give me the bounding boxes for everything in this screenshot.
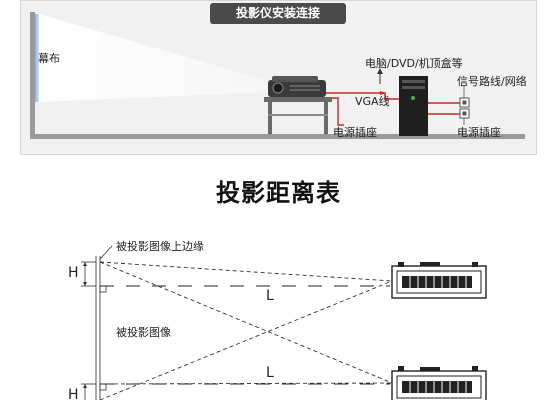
installation-title: 投影仪安装连接 <box>210 3 346 24</box>
projector-icon-bottom <box>391 366 487 400</box>
distance-title: 投影距离表 <box>216 179 341 207</box>
distance-diagram <box>81 245 487 400</box>
room-outline <box>30 12 525 139</box>
cables <box>326 92 460 126</box>
socket-icon <box>459 97 470 119</box>
light-beam <box>39 14 272 102</box>
h-label-top: H <box>68 265 79 281</box>
projector-icon-top <box>391 262 487 299</box>
signal-label: 信号路线/网络 <box>457 75 527 88</box>
arrow-icon <box>377 68 386 95</box>
projector-icon <box>268 76 326 97</box>
l-label-top: L <box>266 288 274 304</box>
h-label-bottom: H <box>68 387 79 403</box>
vga-label: VGA线 <box>355 95 390 108</box>
power-label-left: 电源插座 <box>333 126 377 139</box>
projected-image-label: 被投影图像 <box>116 326 171 339</box>
table-icon <box>264 97 332 134</box>
screen-label: 幕布 <box>38 52 60 65</box>
power-label-right: 电源插座 <box>457 126 501 139</box>
image-top-edge-label: 被投影图像上边缘 <box>116 240 204 253</box>
l-label-bottom: L <box>266 365 274 381</box>
pc-tower-icon <box>399 76 428 136</box>
pc-label: 电脑/DVD/机顶盒等 <box>365 57 463 70</box>
projection-screen <box>35 14 39 102</box>
